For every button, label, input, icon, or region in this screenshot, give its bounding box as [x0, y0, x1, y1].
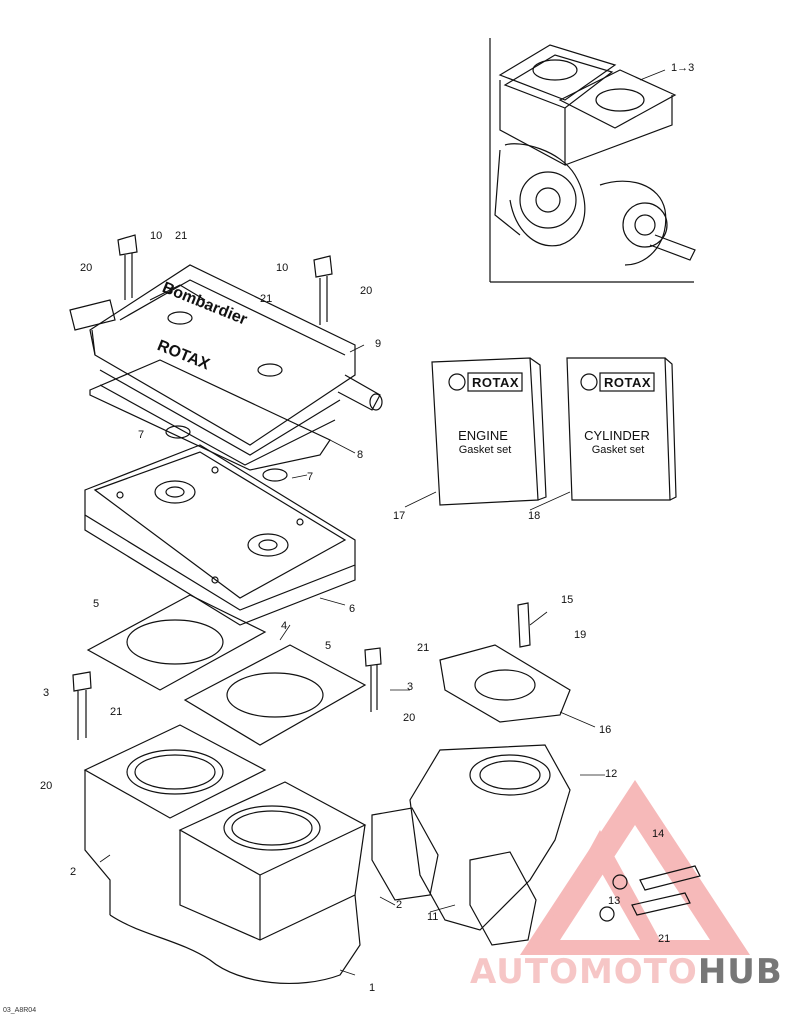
engine-book-subtitle: Gasket set	[458, 444, 512, 456]
cylinder-book-subtitle: Gasket set	[591, 444, 645, 456]
exhaust-manifold	[409, 744, 571, 931]
flange-gasket	[439, 644, 571, 723]
callout-5: 5	[93, 598, 100, 610]
cylinder-head-cover	[69, 264, 383, 466]
callout-3: 3	[407, 681, 414, 693]
engine-inset	[489, 38, 696, 283]
reference-code: 03_A8R04	[3, 1007, 37, 1014]
cylinder-book-title: CYLINDER	[584, 428, 650, 443]
callout-12: 12	[605, 768, 618, 780]
cylinder-book-brand: ROTAX	[604, 375, 652, 390]
callout-17: 17	[393, 510, 406, 522]
callout-1-to-3: 1→3	[671, 62, 695, 74]
callout-20: 20	[40, 780, 53, 792]
callout-21: 21	[260, 293, 273, 305]
gasket-8	[89, 359, 331, 471]
callout-6: 6	[349, 603, 356, 615]
callout-20: 20	[360, 285, 373, 297]
callout-16: 16	[599, 724, 612, 736]
callout-4: 4	[281, 620, 288, 632]
callout-21: 21	[417, 642, 430, 654]
o-ring-7a	[165, 425, 191, 439]
head-gasket-1	[86, 594, 267, 691]
callout-3: 3	[43, 687, 50, 699]
watermark-text: AUTOMOTOHUB	[470, 952, 783, 992]
callout-18: 18	[528, 510, 541, 522]
flange-gasket-hole	[474, 669, 536, 701]
gasket-books	[431, 357, 677, 506]
engine-book-title: ENGINE	[458, 428, 508, 443]
callout-21: 21	[175, 230, 188, 242]
callout-10: 10	[276, 262, 289, 274]
exhaust-gasket-1	[371, 807, 439, 901]
cylinder-block	[83, 724, 367, 984]
callout-20: 20	[403, 712, 416, 724]
leader-lines	[99, 69, 666, 976]
callout-14: 14	[652, 828, 665, 840]
cylinder-head	[84, 444, 356, 626]
callout-21: 21	[110, 706, 123, 718]
callout-7: 7	[307, 471, 314, 483]
callout-2: 2	[70, 866, 77, 878]
o-ring-7b	[262, 468, 288, 482]
callout-10: 10	[150, 230, 163, 242]
callout-1: 1	[369, 982, 376, 994]
callout-21: 21	[658, 933, 671, 945]
callout-7: 7	[138, 429, 145, 441]
callout-8: 8	[357, 449, 364, 461]
callout-11: 11	[427, 911, 439, 923]
bolts	[72, 234, 701, 922]
head-gasket-2	[183, 644, 367, 746]
engine-book-brand: ROTAX	[472, 375, 520, 390]
watermark-part1: AUTOMOTO	[470, 952, 698, 992]
callout-13: 13	[608, 895, 621, 907]
watermark-logo	[520, 780, 750, 955]
callout-9: 9	[375, 338, 382, 350]
callout-15: 15	[561, 594, 574, 606]
callout-20: 20	[80, 262, 93, 274]
exhaust-gasket-2	[469, 851, 537, 946]
callout-5: 5	[325, 640, 332, 652]
callout-19: 19	[574, 629, 587, 641]
callout-2: 2	[396, 899, 403, 911]
watermark-part2: HUB	[697, 952, 783, 992]
